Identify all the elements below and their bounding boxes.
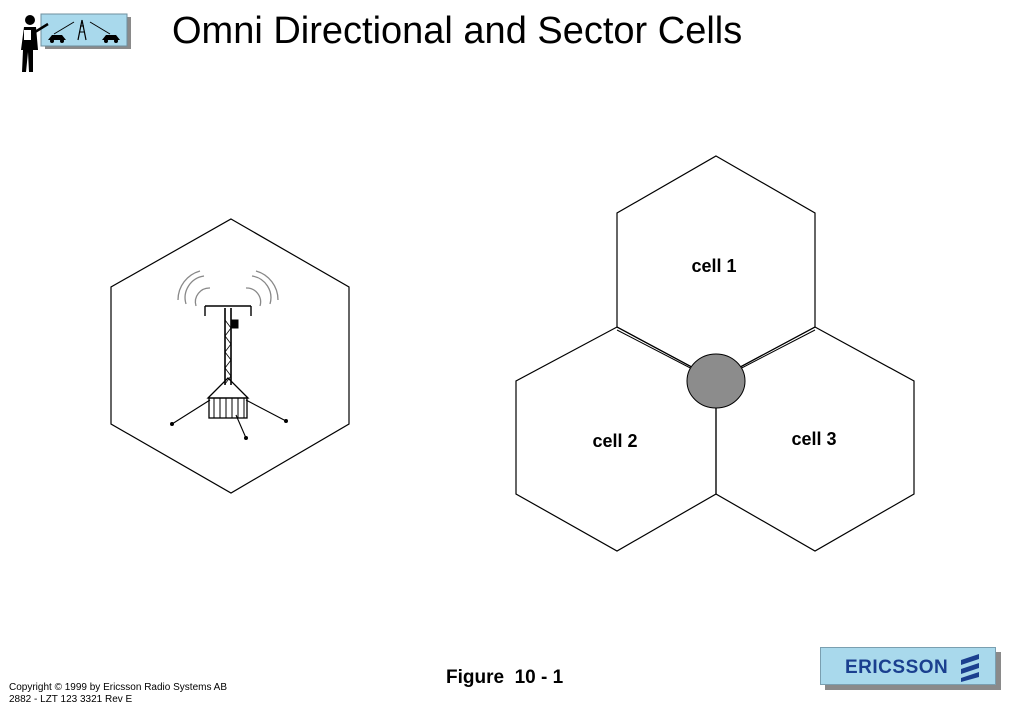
cell-site-marker [686,353,746,409]
ericsson-e-logo-icon [961,654,979,682]
omni-cell-hexagon [110,218,350,494]
cell-2-label: cell 2 [592,431,637,451]
copyright-line: Copyright © 1999 by Ericsson Radio Syste… [9,682,228,693]
copyright-notice: Copyright © 1999 by Ericsson Radio Syste… [9,682,227,706]
cell-1-label: cell 1 [691,256,736,276]
presenter-logo-icon [18,12,134,78]
ericsson-logo: ERICSSON [820,647,1002,691]
antenna-tower-icon [170,270,288,440]
brand-name: ERICSSON [845,657,949,678]
page-title: Omni Directional and Sector Cells [172,10,743,52]
document-id-line: 2882 - LZT 123 3321 Rev E [9,694,133,705]
figure-caption: Figure 10 - 1 [446,667,564,688]
cell-3-label: cell 3 [791,429,836,449]
brand-face: ERICSSON [820,647,996,685]
